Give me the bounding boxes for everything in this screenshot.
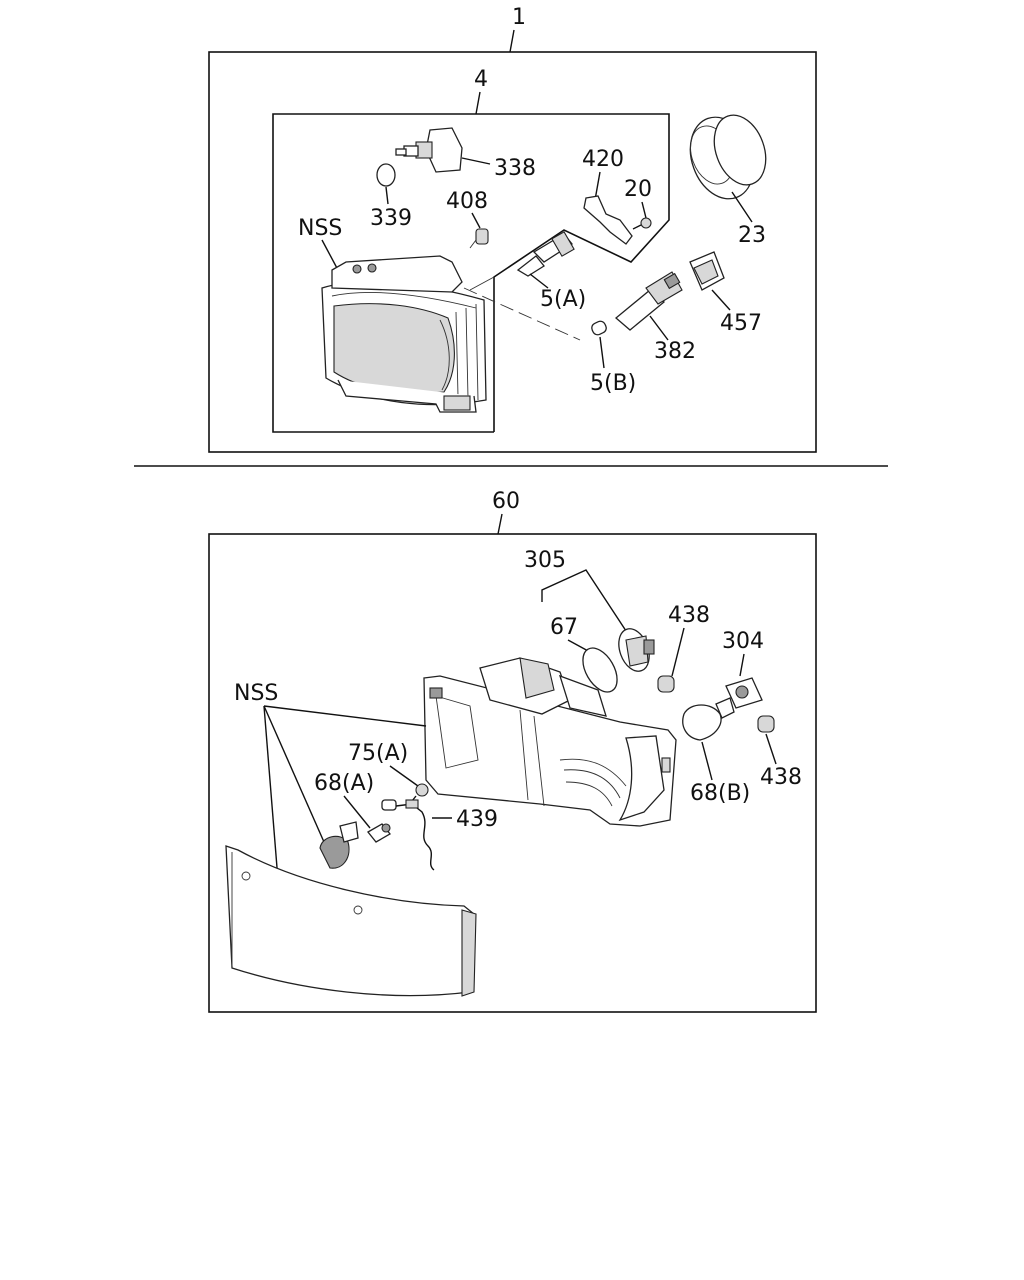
grommet-408 [475,228,489,245]
label-382: 382 [654,339,696,364]
socket-382 [614,271,683,331]
label-305: 305 [524,548,566,573]
harness-439 [381,799,435,871]
bulb-5b [591,320,607,336]
connector-457 [689,251,725,291]
sub-assembly-frame [272,113,670,433]
lower-assembly: 60 305 67 438 304 68 [208,489,817,1013]
bulb-5a [516,231,575,277]
socket-304 [725,677,763,709]
bulb-68b [682,697,735,741]
label-408: 408 [446,189,488,214]
bracket-420 [583,195,633,245]
label-438-upper: 438 [668,603,710,628]
label-20: 20 [624,177,652,202]
label-5b: 5(B) [590,371,636,396]
combination-lamp-housing [423,657,677,827]
label-420: 420 [582,147,624,172]
connector-338 [395,127,491,173]
label-nss-lower: NSS [234,681,278,706]
assembly-label-60: 60 [492,489,520,514]
label-nss-upper: NSS [298,216,342,241]
upper-outer-frame [208,51,817,453]
label-457: 457 [720,311,762,336]
label-339: 339 [370,206,412,231]
o-ring-67 [582,647,618,693]
bulb-68a [367,823,391,843]
lower-outer-frame [208,533,817,1013]
upper-assembly: 1 4 338 339 408 420 20 [208,5,817,453]
cap-438-lower [757,715,775,733]
lamp-holder [319,821,359,869]
label-439: 439 [456,807,498,832]
assembly-label-1: 1 [512,5,526,30]
o-ring-339 [376,163,396,187]
sub-assembly-label-4: 4 [474,67,488,92]
label-75a: 75(A) [348,741,408,766]
label-5a: 5(A) [540,287,586,312]
lens-cover [225,845,477,997]
socket-305 [618,628,655,672]
leader-5b [463,287,581,341]
label-23: 23 [738,223,766,248]
cap-438-upper [657,675,675,693]
label-67: 67 [550,615,578,640]
ring-23 [689,114,767,200]
headlamp-unit [321,255,487,413]
label-304: 304 [722,629,764,654]
screw-20 [632,217,652,230]
label-68a: 68(A) [314,771,374,796]
label-68b: 68(B) [690,781,750,806]
label-338: 338 [494,156,536,181]
label-438-lower: 438 [760,765,802,790]
